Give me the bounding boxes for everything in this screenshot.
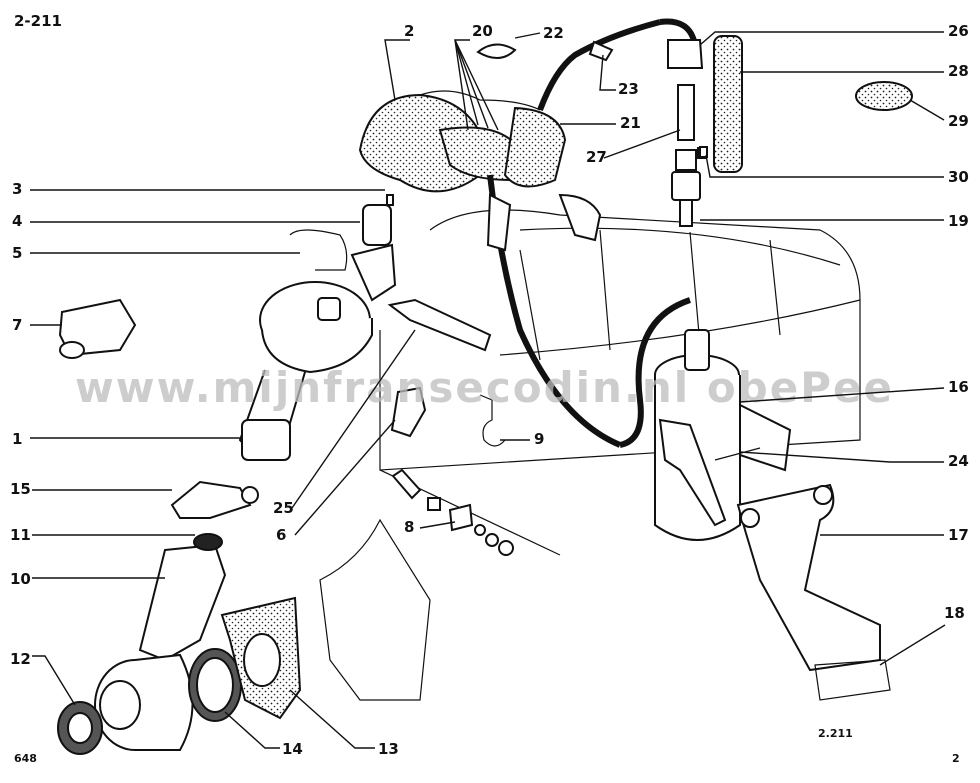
callout-leader-12	[32, 655, 76, 706]
callout-label-4: 4	[12, 212, 22, 230]
mounting-bracket-17	[736, 483, 881, 672]
callout-label-23: 23	[618, 80, 639, 98]
callout-label-15: 15	[10, 480, 31, 498]
callout-leader-29	[909, 99, 945, 121]
pin-30	[699, 146, 708, 158]
callout-leader-2	[384, 39, 410, 101]
callout-leader-26	[699, 31, 944, 46]
callout-label-9: 9	[534, 430, 544, 448]
watermark-text: www.mijnfransecodin.nl obePee	[75, 363, 894, 412]
seal-12	[57, 701, 103, 755]
callout-label-1: 1	[12, 430, 22, 448]
page-ref-label: 2-211	[14, 12, 62, 30]
callout-leader-16	[739, 387, 945, 403]
callout-leader-18	[879, 624, 946, 666]
callout-leader-14	[224, 711, 280, 749]
callout-label-3: 3	[12, 180, 22, 198]
callout-label-28: 28	[948, 62, 969, 80]
callout-label-26: 26	[948, 22, 969, 40]
callout-label-22: 22	[543, 24, 564, 42]
clip-9	[479, 394, 506, 447]
callout-label-5: 5	[12, 244, 22, 262]
contact-breaker	[58, 298, 137, 359]
callout-leader-23	[599, 54, 616, 91]
callout-leader-24	[739, 451, 944, 463]
callout-label-13: 13	[378, 740, 399, 758]
distributor-cap	[358, 93, 522, 193]
rubber-sleeve	[713, 35, 743, 173]
callout-label-6: 6	[276, 526, 286, 544]
callout-label-14: 14	[282, 740, 303, 758]
callout-label-29: 29	[948, 112, 969, 130]
callout-leader-13	[289, 689, 375, 749]
callout-leader-27	[603, 129, 681, 159]
lead-holder-23	[588, 40, 614, 62]
callout-label-30: 30	[948, 168, 969, 186]
grommet	[855, 81, 913, 111]
callout-leader-25	[291, 329, 416, 509]
callout-label-7: 7	[12, 316, 22, 334]
callout-leader-30	[705, 154, 944, 178]
callout-leader-20-extra-1	[454, 39, 499, 131]
callout-leaders	[30, 31, 946, 749]
page-number-label: 2	[952, 752, 960, 765]
callout-label-2: 2	[404, 22, 414, 40]
callout-leader-6	[294, 419, 396, 536]
gasket-13	[220, 596, 302, 720]
bracket-25	[387, 298, 492, 352]
callout-leader-20-extra-0	[454, 39, 489, 129]
callout-label-8: 8	[404, 518, 414, 536]
spark-plug-assembly	[659, 18, 707, 227]
distributor-support	[138, 533, 227, 662]
coil-bracket-24	[658, 418, 761, 527]
callout-label-21: 21	[620, 114, 641, 132]
callout-label-10: 10	[10, 570, 31, 588]
gasket-14	[188, 648, 242, 722]
callout-leader-8	[419, 521, 456, 529]
callout-label-16: 16	[948, 378, 969, 396]
callout-label-27: 27	[586, 148, 607, 166]
callout-label-20: 20	[472, 22, 493, 40]
drive-housing	[94, 653, 194, 751]
callout-label-17: 17	[948, 526, 969, 544]
clamp-15	[170, 480, 259, 519]
callout-label-18: 18	[944, 604, 965, 622]
callout-label-24: 24	[948, 452, 969, 470]
distributor-body	[238, 281, 373, 461]
callout-label-12: 12	[10, 650, 31, 668]
callout-label-25: 25	[273, 499, 294, 517]
callout-leader-20-extra-2	[454, 39, 469, 131]
ignition-leads	[419, 19, 691, 448]
figure-code-label: 2.211	[818, 727, 853, 740]
callout-label-19: 19	[948, 212, 969, 230]
fastener-set-8	[391, 468, 514, 556]
rotor-6	[390, 386, 427, 438]
condenser	[289, 194, 397, 302]
clip-22	[476, 43, 517, 59]
callout-leader-22	[514, 32, 541, 39]
gasket-plate-18	[814, 659, 891, 701]
callout-labels: 1234567891011121314151617181920212223242…	[10, 22, 969, 758]
corner-code-label: 648	[14, 752, 37, 765]
callout-label-11: 11	[10, 526, 31, 544]
